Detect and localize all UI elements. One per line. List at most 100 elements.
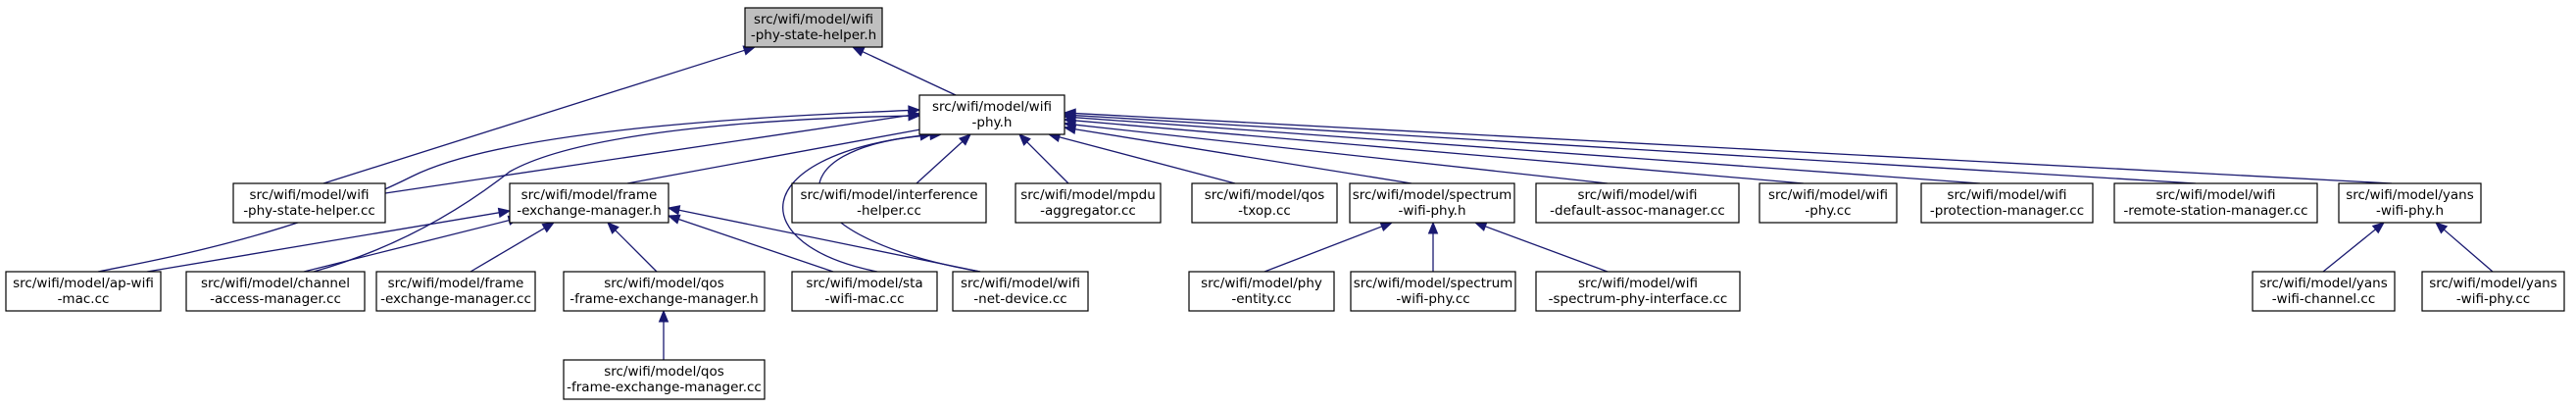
node-label-line: -mac.cc <box>58 291 110 307</box>
file-node[interactable]: src/wifi/model/wifi-phy.h <box>918 94 1065 135</box>
root-file-node: src/wifi/model/wifi-phy-state-helper.h <box>744 7 883 48</box>
node-label-line: src/wifi/model/wifi <box>961 276 1080 291</box>
edge-line <box>678 218 834 273</box>
file-node[interactable]: src/wifi/model/wifi-net-device.cc <box>952 271 1089 312</box>
edge-n2-to-n0 <box>322 45 757 184</box>
arrowhead <box>908 110 921 122</box>
file-node[interactable]: src/wifi/model/wifi-phy.cc <box>1759 182 1898 224</box>
edge-line <box>2322 229 2376 273</box>
edge-line <box>1074 112 2393 184</box>
nodes-layer: src/wifi/model/wifi-phy-state-helper.h sr… <box>5 7 2565 400</box>
node-label-line: -frame-exchange-manager.h <box>570 291 758 307</box>
node-label-line: -default-assoc-manager.cc <box>1550 203 1725 219</box>
file-node[interactable]: src/wifi/model/spectrum-wifi-phy.h <box>1349 182 1515 224</box>
node-label-line: -wifi-phy.cc <box>1396 291 1469 307</box>
node-label-line: -wifi-mac.cc <box>824 291 904 307</box>
edge-n21-to-n7 <box>1473 222 1609 273</box>
node-box <box>2113 182 2318 224</box>
edge-n20-to-n7 <box>1427 221 1439 272</box>
edge-line <box>626 128 921 184</box>
node-label-line: -wifi-phy.cc <box>2456 291 2530 307</box>
node-label-line: src/wifi/model/ap-wifi <box>13 276 154 291</box>
file-node[interactable]: src/wifi/model/spectrum-wifi-phy.cc <box>1350 271 1516 312</box>
node-label-line: -spectrum-phy-interface.cc <box>1549 291 1728 307</box>
edge-n17-to-n3 <box>667 214 834 273</box>
edge-n4-to-n1 <box>916 133 971 184</box>
node-box <box>1535 182 1740 224</box>
node-label-line: -frame-exchange-manager.cc <box>567 380 762 395</box>
node-label-line: -access-manager.cc <box>210 291 341 307</box>
edge-line <box>916 140 964 184</box>
file-node[interactable]: src/wifi/model/qos-txop.cc <box>1191 182 1338 224</box>
edges-layer <box>97 45 2494 360</box>
node-label-line: -remote-station-manager.cc <box>2123 203 2307 219</box>
node-label-line: src/wifi/model/qos <box>1205 187 1325 203</box>
node-label-line: src/wifi/model/wifi <box>1578 276 1698 291</box>
edge-line <box>678 209 981 273</box>
file-node[interactable]: src/wifi/model/qos-frame-exchange-manage… <box>563 359 766 400</box>
edge-line <box>1074 128 1412 184</box>
node-label-line: -exchange-manager.h <box>517 203 662 219</box>
edge-line <box>146 212 500 273</box>
node-label-line: -phy-state-helper.cc <box>243 203 375 219</box>
file-node[interactable]: src/wifi/model/frame-exchange-manager.h <box>509 182 669 224</box>
node-box <box>563 271 766 312</box>
node-label-line: -net-device.cc <box>973 291 1066 307</box>
file-node[interactable]: src/wifi/model/yans-wifi-channel.cc <box>2252 271 2396 312</box>
node-box <box>1349 182 1515 224</box>
node-label-line: src/wifi/model/qos <box>604 364 724 380</box>
file-node[interactable]: src/wifi/model/wifi-phy-state-helper.cc <box>232 182 386 224</box>
arrowhead <box>667 214 681 225</box>
file-node[interactable]: src/wifi/model/ap-wifi-mac.cc <box>5 271 162 312</box>
edge-n7-to-n1 <box>1063 124 1412 184</box>
file-node[interactable]: src/wifi/model/yans-wifi-phy.h <box>2338 182 2482 224</box>
node-label-line: src/wifi/model/interference <box>800 187 977 203</box>
node-label-line: src/wifi/model/spectrum <box>1354 276 1513 291</box>
file-node[interactable]: src/wifi/model/channel-access-manager.cc <box>185 271 366 312</box>
node-label-line: -phy.cc <box>1805 203 1851 219</box>
node-label-line: src/wifi/model/wifi <box>1768 187 1888 203</box>
file-node[interactable]: src/wifi/model/wifi-protection-manager.c… <box>1920 182 2094 224</box>
node-box <box>2252 271 2396 312</box>
file-node[interactable]: src/wifi/model/phy-entity.cc <box>1188 271 1335 312</box>
node-label-line: src/wifi/model/channel <box>201 276 350 291</box>
node-box <box>509 182 669 224</box>
node-label-line: -entity.cc <box>1231 291 1291 307</box>
node-label-line: src/wifi/model/yans <box>2429 276 2557 291</box>
file-node[interactable]: src/wifi/model/wifi-default-assoc-manage… <box>1535 182 1740 224</box>
file-node[interactable]: src/wifi/model/mpdu-aggregator.cc <box>1015 182 1162 224</box>
file-node[interactable]: src/wifi/model/sta-wifi-mac.cc <box>791 271 938 312</box>
node-label-line: src/wifi/model/wifi <box>1578 187 1698 203</box>
file-node[interactable]: src/wifi/model/frame-exchange-manager.cc <box>375 271 536 312</box>
node-box <box>1188 271 1335 312</box>
file-node[interactable]: src/wifi/model/interference-helper.cc <box>791 182 987 224</box>
node-label-line: src/wifi/model/wifi <box>932 99 1052 115</box>
edge-n19-to-n7 <box>1263 222 1394 273</box>
edge-line <box>322 49 745 184</box>
edge-line <box>1074 120 1805 184</box>
node-label-line: -exchange-manager.cc <box>380 291 531 307</box>
file-node[interactable]: src/wifi/model/yans-wifi-phy.cc <box>2421 271 2565 312</box>
node-box <box>2421 271 2565 312</box>
node-box <box>1535 271 1741 312</box>
edge-n16-to-n3 <box>607 222 658 273</box>
node-box <box>1191 182 1338 224</box>
edge-line <box>1059 136 1236 184</box>
file-node[interactable]: src/wifi/model/qos-frame-exchange-manage… <box>563 271 766 312</box>
node-label-line: -aggregator.cc <box>1040 203 1136 219</box>
file-node[interactable]: src/wifi/model/wifi-spectrum-phy-interfa… <box>1535 271 1741 312</box>
node-box <box>791 182 987 224</box>
file-node[interactable]: src/wifi/model/wifi-remote-station-manag… <box>2113 182 2318 224</box>
node-label-line: src/wifi/model/wifi <box>2156 187 2276 203</box>
node-label-line: src/wifi/model/wifi <box>250 187 370 203</box>
edge-line <box>862 51 957 96</box>
node-label-line: src/wifi/model/frame <box>521 187 658 203</box>
edge-n9-to-n1 <box>1063 115 1805 184</box>
edge-n14-to-n3 <box>303 215 521 273</box>
node-box <box>2338 182 2482 224</box>
node-label-line: -helper.cc <box>857 203 921 219</box>
edge-line <box>1074 117 1981 184</box>
edge-line <box>1074 115 2197 184</box>
node-box <box>952 271 1089 312</box>
